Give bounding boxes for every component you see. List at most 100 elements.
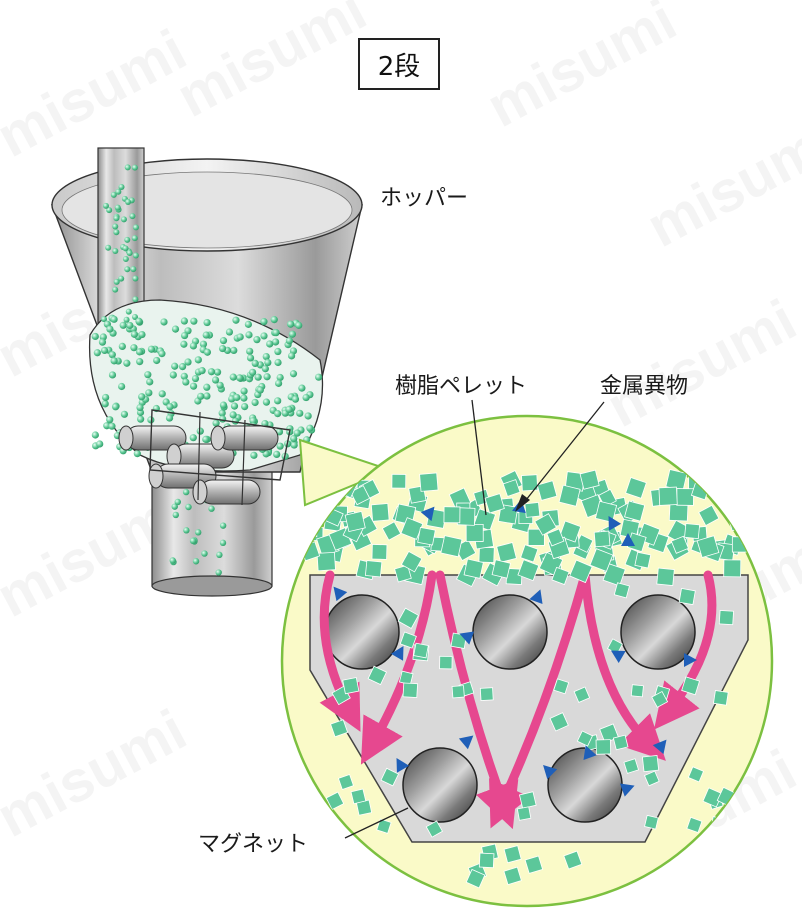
- pellet-bead: [218, 409, 226, 417]
- pellet-bead: [225, 328, 234, 336]
- pellet-square: [497, 504, 519, 525]
- foreign-leader: [521, 401, 605, 506]
- pellet-bead: [108, 351, 116, 359]
- pellet-square: [503, 866, 522, 886]
- pellet-bead: [122, 256, 129, 263]
- pellet-bead: [122, 245, 129, 252]
- pellet-bead: [112, 286, 119, 293]
- pellet-square: [478, 852, 495, 869]
- foreign-label: 金属異物: [600, 374, 689, 399]
- flow-arrow: [360, 570, 437, 765]
- pellet-square: [696, 535, 720, 558]
- pellet-bead: [211, 376, 220, 384]
- pellet-bead: [203, 318, 211, 327]
- pellet-bead: [293, 429, 301, 437]
- pellet-square: [394, 564, 412, 583]
- pellet-bead: [130, 266, 137, 273]
- pellet-square: [549, 712, 569, 732]
- pellet-bead: [290, 441, 298, 449]
- pellet-square: [643, 770, 660, 787]
- pellet-square: [579, 469, 600, 490]
- pellet-square: [350, 485, 371, 506]
- pellet-bead: [110, 191, 117, 198]
- pellet-bead: [100, 346, 109, 355]
- pellet-square: [718, 610, 734, 626]
- pellet-bead: [230, 346, 238, 354]
- pellet-square: [623, 758, 640, 774]
- pellet-bead: [248, 368, 257, 376]
- pellet-square: [553, 678, 570, 695]
- pellet-square: [634, 551, 652, 569]
- pellet-bead: [137, 415, 145, 423]
- pellet-bead: [230, 402, 239, 410]
- pellet-square: [524, 855, 544, 874]
- pellet-bead: [91, 431, 99, 439]
- pellet-square: [681, 676, 700, 696]
- pellet-square: [524, 501, 541, 518]
- magnet: [472, 594, 548, 670]
- pellet-square: [439, 655, 453, 670]
- pellet-square: [370, 503, 390, 522]
- pellet-square: [625, 477, 647, 499]
- pellet-square: [734, 491, 758, 515]
- pellet-bead: [296, 409, 304, 417]
- pellet-bead: [250, 451, 258, 459]
- pellet-bead: [166, 403, 174, 411]
- pellet-bead: [147, 345, 156, 353]
- pellet-square: [595, 739, 612, 755]
- pellet-bead: [101, 400, 109, 408]
- pellet-square: [527, 528, 545, 546]
- pellet-square: [727, 484, 747, 503]
- pellet-square: [380, 767, 400, 787]
- pellet-bead: [182, 378, 190, 386]
- pellet-square: [719, 472, 739, 492]
- pellet-bead: [126, 249, 133, 256]
- pellet-bead: [112, 248, 119, 255]
- pellet-square: [350, 788, 367, 805]
- flow-arrow: [489, 570, 590, 829]
- pellet-square: [536, 480, 558, 501]
- pellet-bead: [276, 373, 284, 382]
- pellet-bead: [215, 569, 222, 576]
- pellet-square: [518, 791, 537, 809]
- pellet-square: [371, 543, 388, 560]
- pellet-square: [678, 587, 696, 606]
- pellet-square: [520, 544, 539, 563]
- pellet-bead: [130, 330, 139, 338]
- pellet-bead: [273, 450, 281, 459]
- pellet-bead: [251, 359, 259, 368]
- pellet-bead: [91, 332, 99, 341]
- pellet-square: [398, 670, 414, 686]
- metal-triangle: [621, 533, 635, 546]
- pellet-bead: [263, 373, 271, 381]
- pellet-bead: [202, 435, 210, 443]
- pellet-bead: [249, 417, 257, 425]
- pellet-bead: [96, 440, 104, 448]
- pellet-bead: [233, 393, 241, 402]
- pellet-bead: [285, 337, 293, 345]
- pellet-bead: [147, 416, 155, 424]
- metal-triangle: [529, 589, 543, 605]
- pellet-square: [491, 559, 511, 579]
- pellet-bead: [240, 394, 248, 402]
- pellet-bead: [196, 427, 204, 435]
- pellet-bead: [189, 537, 197, 545]
- pellet-bead: [131, 235, 138, 242]
- pellet-bead: [219, 337, 228, 345]
- pellet-bead: [160, 318, 168, 326]
- pellet-square: [651, 690, 669, 708]
- pellet-square: [593, 530, 611, 548]
- pellet-bead: [101, 316, 108, 323]
- metal-triangle: [396, 757, 410, 773]
- hopper-rod-end: [148, 463, 164, 489]
- pellet-bead: [114, 204, 121, 211]
- pellet-square: [676, 488, 695, 506]
- pellet-bead: [232, 316, 240, 324]
- pellet-bead: [208, 505, 215, 512]
- pellet-bead: [93, 349, 101, 357]
- pellet-bead: [153, 356, 161, 365]
- pellet-square: [641, 754, 660, 773]
- pellet-bead: [189, 382, 198, 390]
- pellet-square: [342, 677, 360, 695]
